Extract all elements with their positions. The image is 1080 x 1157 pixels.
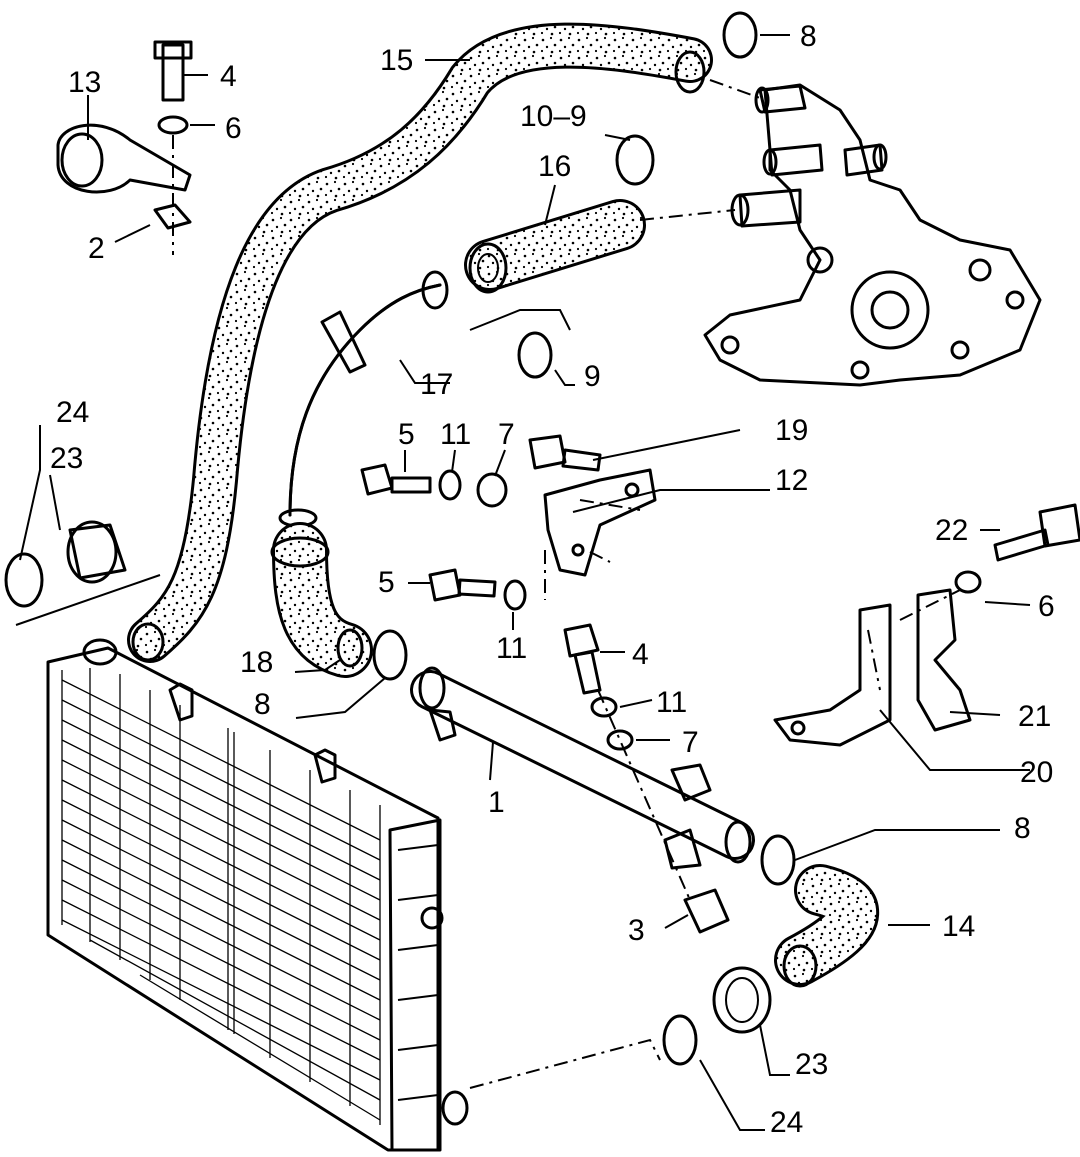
callout-5-upper: 5 [398, 418, 415, 451]
coolant-pipe-17 [278, 270, 449, 528]
clamp-24-low [662, 1014, 698, 1066]
radiator [46, 638, 469, 1152]
callout-10-9: 10–9 [520, 100, 587, 133]
callout-11-upper: 11 [440, 418, 471, 451]
elbow-hose-18 [270, 522, 373, 678]
callout-3: 3 [628, 914, 645, 947]
callout-17: 17 [420, 368, 453, 401]
callout-2: 2 [88, 232, 105, 265]
callout-labels: 1 2 3 4 4 5 5 6 6 7 7 8 8 8 10–9 9 11 11… [50, 20, 1055, 1139]
radiator-fins [61, 668, 381, 1125]
fasteners [360, 434, 730, 934]
callout-24-left: 24 [56, 396, 89, 429]
leader-lines [19, 34, 1031, 1131]
assembly-lines [15, 79, 961, 1089]
callout-6-top: 6 [225, 112, 242, 145]
callout-4-mid: 4 [632, 638, 649, 671]
callout-11-right: 11 [656, 686, 687, 719]
callout-24-low: 24 [770, 1106, 803, 1139]
clamp-8-low [760, 834, 796, 886]
callout-23-low: 23 [795, 1048, 828, 1081]
clamp-10-9 [615, 134, 655, 186]
callout-6-right: 6 [1038, 590, 1055, 623]
callout-22: 22 [935, 514, 968, 547]
clamp-9 [517, 331, 553, 379]
water-pump-and-thermostat-housing [703, 83, 1042, 387]
coolant-pipe-1 [410, 666, 755, 870]
callout-21: 21 [1018, 700, 1051, 733]
callout-8-low: 8 [1014, 812, 1031, 845]
clamp-24-left [4, 552, 44, 608]
callout-23-left: 23 [50, 442, 83, 475]
callout-5-lower: 5 [378, 566, 395, 599]
callout-12: 12 [775, 464, 808, 497]
callout-7-upper: 7 [498, 418, 515, 451]
callout-13: 13 [68, 66, 101, 99]
callout-18: 18 [240, 646, 273, 679]
callout-11-lower: 11 [496, 632, 527, 665]
callout-7-lower: 7 [682, 726, 699, 759]
clamp-8-mid [372, 629, 408, 681]
bracket-13-assembly [56, 40, 193, 255]
clamp-8-top [722, 11, 758, 59]
upper-radiator-hose [127, 22, 713, 663]
callout-16: 16 [538, 150, 571, 183]
bracket-20-21 [773, 503, 1080, 747]
lower-hose-14 [774, 864, 879, 988]
callout-14: 14 [942, 910, 975, 943]
callout-8-mid: 8 [254, 688, 271, 721]
hose-clamps [4, 11, 796, 1066]
sleeves [66, 520, 772, 1034]
callout-9-lower: 9 [584, 360, 601, 393]
callout-1: 1 [488, 786, 505, 819]
callout-20: 20 [1020, 756, 1053, 789]
callout-19: 19 [775, 414, 808, 447]
callout-8-top: 8 [800, 20, 817, 53]
callout-4-top: 4 [220, 60, 237, 93]
pump-inlet-hose [464, 199, 646, 294]
callout-15: 15 [380, 44, 413, 77]
